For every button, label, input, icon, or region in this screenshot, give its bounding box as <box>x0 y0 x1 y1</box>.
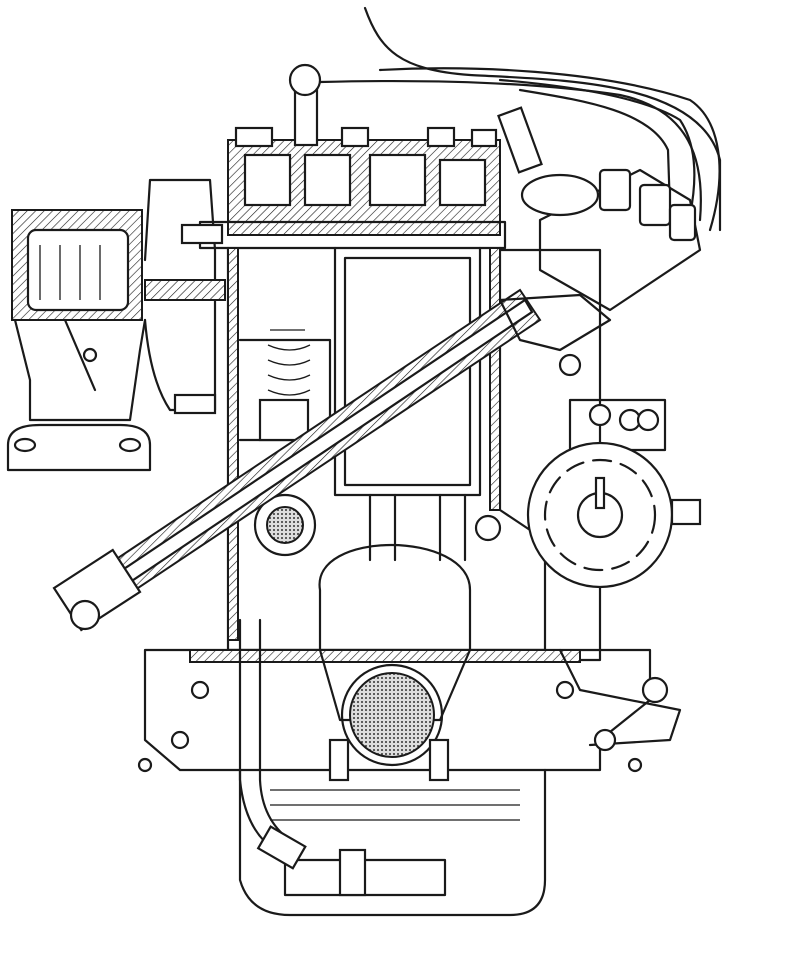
oil-pan <box>238 618 547 917</box>
pump-pulley <box>526 398 702 752</box>
bolts <box>137 680 643 773</box>
distributor <box>497 106 702 377</box>
cylinder-head <box>198 63 507 250</box>
carburetor <box>6 178 226 472</box>
oil-filler-tube <box>52 288 542 632</box>
ignition-wires <box>318 6 722 232</box>
crankshaft-assembly <box>253 493 502 782</box>
